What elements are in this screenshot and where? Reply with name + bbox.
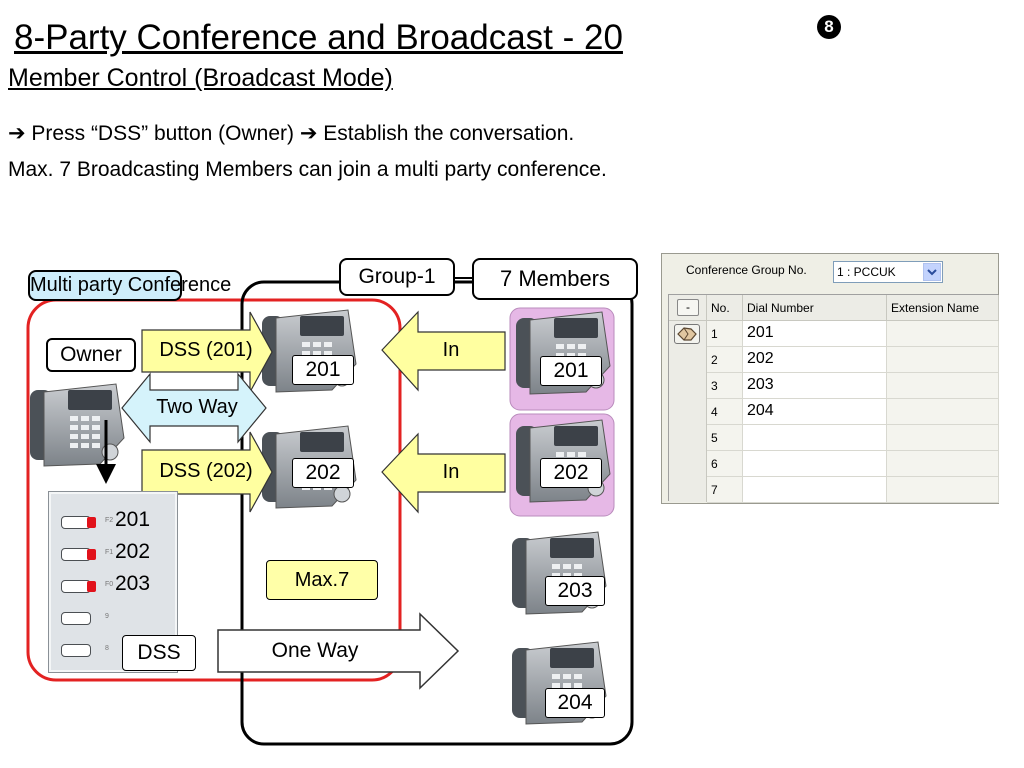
dss-202-text: DSS (202) <box>159 460 253 482</box>
two-way-text: Two Way <box>156 396 238 418</box>
dss-key-tag: 8 <box>105 645 109 652</box>
row-number: 4 <box>707 399 743 425</box>
dss-key-label: 201 <box>115 508 151 531</box>
chevron-down-icon[interactable] <box>923 263 941 281</box>
two-way-arrow <box>121 372 267 444</box>
member-phone-203-number: 203 <box>545 576 605 606</box>
dss-key-tag: F1 <box>105 549 114 556</box>
in-text-201: In <box>442 339 460 361</box>
extension-name-cell[interactable] <box>887 477 999 503</box>
group-no-value: 1 : PCCUK <box>837 265 896 279</box>
instruction-note: Max. 7 Broadcasting Members can join a m… <box>8 158 607 181</box>
dss-key-button[interactable] <box>61 612 91 625</box>
header-action-column: - <box>669 295 707 321</box>
dial-number-input[interactable]: 204 <box>743 399 887 425</box>
conference-phone-202-number: 202 <box>292 458 354 488</box>
dss-led-indicator <box>87 581 96 592</box>
owner-phone <box>29 383 125 467</box>
dss-key-tag: 9 <box>105 613 109 620</box>
member-phone-202-number: 202 <box>540 458 602 488</box>
multi-party-conference-label: Multi party Conference <box>28 270 231 301</box>
header-no: No. <box>707 295 743 321</box>
dss-key-panel: F2 201 F1 202 F0 203 9 8 <box>48 491 178 673</box>
row-action-column <box>669 321 707 502</box>
in-arrow-201 <box>381 310 506 392</box>
conference-phone-201-number: 201 <box>292 355 354 385</box>
dss-key-label: 203 <box>115 572 151 595</box>
dss-key-button[interactable] <box>61 644 91 657</box>
row-number: 2 <box>707 347 743 373</box>
extension-name-cell[interactable] <box>887 321 999 347</box>
dss-key-tag: F0 <box>105 581 114 588</box>
dial-number-input[interactable]: 203 <box>743 373 887 399</box>
extension-name-cell[interactable] <box>887 373 999 399</box>
dss-key-tag: F2 <box>105 517 114 524</box>
one-way-arrow <box>217 612 460 690</box>
extension-name-cell[interactable] <box>887 347 999 373</box>
extension-name-cell[interactable] <box>887 425 999 451</box>
group-label: Group-1 <box>339 258 455 296</box>
header-extension-name: Extension Name <box>887 295 999 321</box>
members-label: 7 Members <box>472 258 638 300</box>
remove-row-button[interactable]: - <box>677 299 699 316</box>
extension-name-cell[interactable] <box>887 451 999 477</box>
dss-201-arrow <box>141 311 273 393</box>
dial-number-input[interactable]: 201 <box>743 321 887 347</box>
in-arrow-202 <box>381 432 506 514</box>
row-selector-button[interactable] <box>674 324 700 344</box>
group-no-label: Conference Group No. <box>686 263 807 277</box>
dial-number-input[interactable]: 202 <box>743 347 887 373</box>
header-dial-number: Dial Number <box>743 295 887 321</box>
page-subtitle: Member Control (Broadcast Mode) <box>8 64 393 92</box>
page-title: 8-Party Conference and Broadcast - 20 <box>14 18 623 57</box>
conference-group-settings-panel: Conference Group No. 1 : PCCUK - No. Dia… <box>661 253 999 504</box>
member-phone-201-number: 201 <box>540 356 602 386</box>
member-phone-204-number: 204 <box>545 688 605 718</box>
owner-down-arrow-head <box>96 464 116 484</box>
dial-number-input[interactable] <box>743 451 887 477</box>
instruction-step: ➔ Press “DSS” button (Owner) ➔ Establish… <box>8 122 575 145</box>
owner-label: Owner <box>46 338 136 372</box>
row-number: 5 <box>707 425 743 451</box>
extension-name-cell[interactable] <box>887 399 999 425</box>
max-members-label: Max.7 <box>266 560 378 600</box>
in-text-202: In <box>442 461 460 483</box>
dss-led-indicator <box>87 517 96 528</box>
dss-201-text: DSS (201) <box>159 339 253 361</box>
pointing-hand-icon <box>677 327 697 341</box>
row-number: 6 <box>707 451 743 477</box>
dss-key-label: 202 <box>115 540 151 563</box>
group-no-select[interactable]: 1 : PCCUK <box>833 261 943 283</box>
row-number: 1 <box>707 321 743 347</box>
one-way-text: One Way <box>271 639 359 662</box>
page-number-badge: 8 <box>817 15 841 39</box>
row-number: 3 <box>707 373 743 399</box>
dss-key-label-box: DSS <box>122 635 196 671</box>
dial-number-input[interactable] <box>743 477 887 503</box>
dial-number-input[interactable] <box>743 425 887 451</box>
row-number: 7 <box>707 477 743 503</box>
dss-led-indicator <box>87 549 96 560</box>
